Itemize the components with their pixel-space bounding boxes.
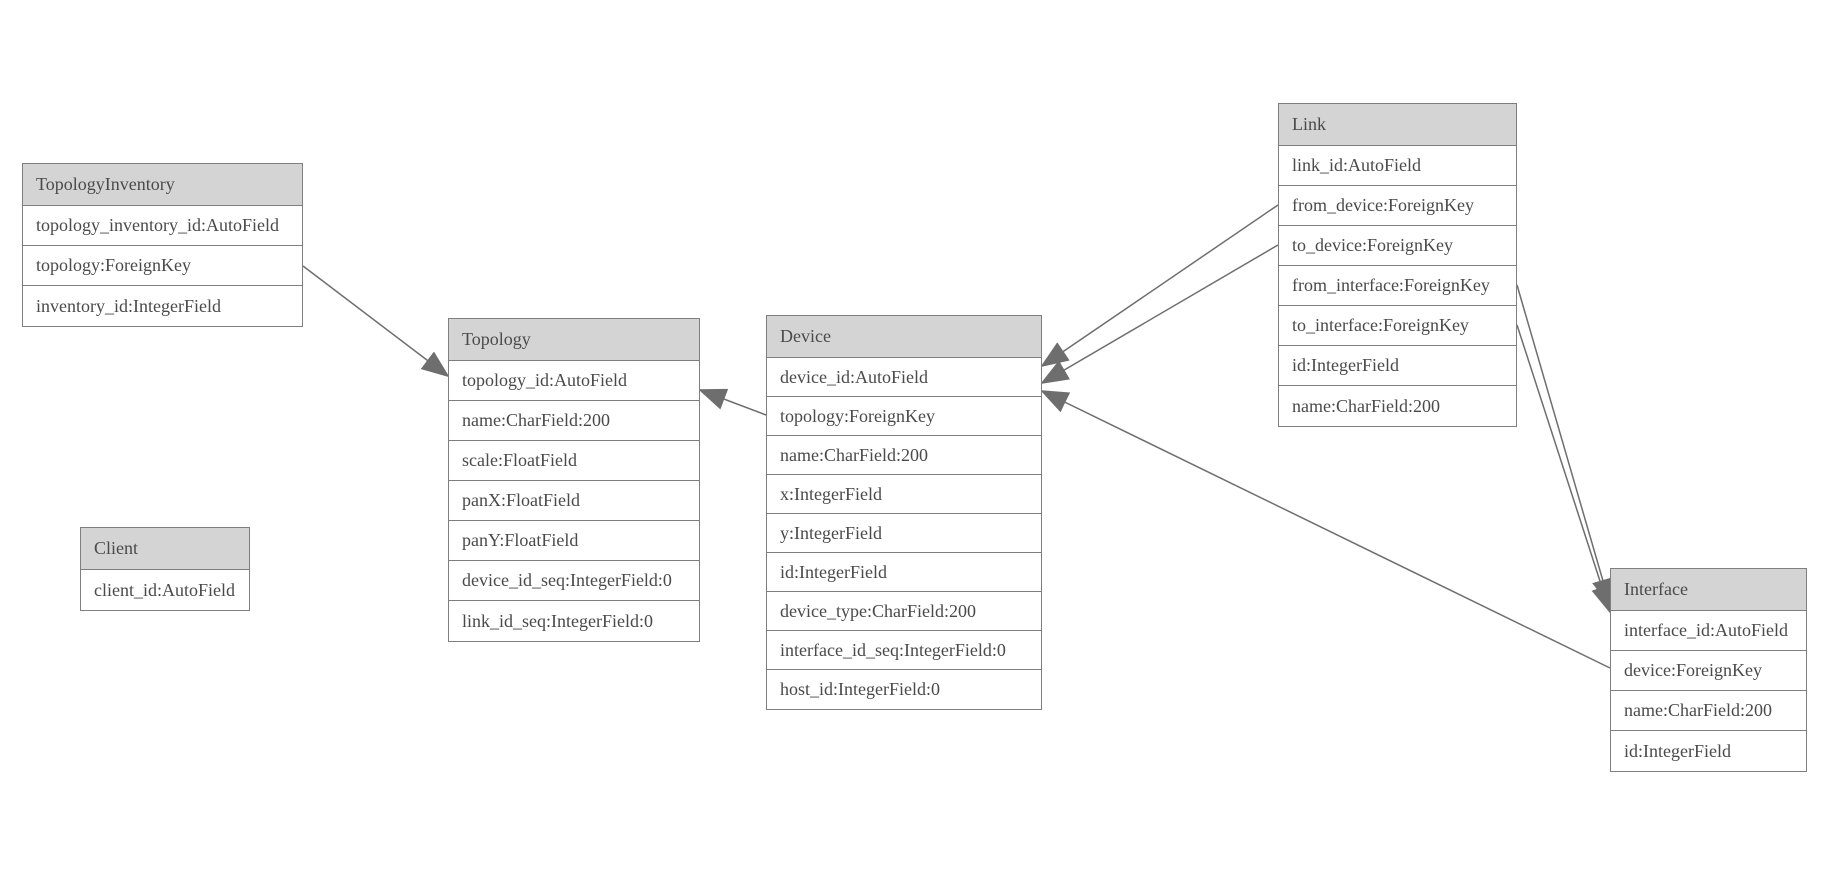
edge-link-from_device-to-device <box>1040 204 1279 368</box>
entity-field-row: client_id:AutoField <box>81 570 249 610</box>
entity-field-row: topology:ForeignKey <box>767 397 1041 436</box>
entity-field-row: panX:FloatField <box>449 481 699 521</box>
entity-field-row: device_id_seq:IntegerField:0 <box>449 561 699 601</box>
entity-field-row: name:CharField:200 <box>1279 386 1516 426</box>
edge-device-topology-to-topology <box>698 388 767 416</box>
entity-field-row: scale:FloatField <box>449 441 699 481</box>
entity-field-row: from_device:ForeignKey <box>1279 186 1516 226</box>
edge-topologyinventory-topology-to-topology <box>302 265 450 378</box>
edge-link-from_interface-to-interface <box>1516 284 1614 607</box>
entity-field-row: id:IntegerField <box>767 553 1041 592</box>
entity-field-row: interface_id:AutoField <box>1611 611 1806 651</box>
entity-field-row: from_interface:ForeignKey <box>1279 266 1516 306</box>
edge-link-to_interface-to-interface <box>1516 324 1613 614</box>
entity-field-row: device_type:CharField:200 <box>767 592 1041 631</box>
entity-field-row: to_device:ForeignKey <box>1279 226 1516 266</box>
entity-title-topologyinventory: TopologyInventory <box>23 164 302 206</box>
entity-field-row: topology_id:AutoField <box>449 361 699 401</box>
entity-title-link: Link <box>1279 104 1516 146</box>
entity-title-topology: Topology <box>449 319 699 361</box>
entity-field-row: name:CharField:200 <box>1611 691 1806 731</box>
entity-field-row: id:IntegerField <box>1279 346 1516 386</box>
entity-field-row: interface_id_seq:IntegerField:0 <box>767 631 1041 670</box>
entity-field-row: inventory_id:IntegerField <box>23 286 302 326</box>
edge-interface-device-to-device <box>1040 390 1611 669</box>
entity-title-client: Client <box>81 528 249 570</box>
entity-field-row: y:IntegerField <box>767 514 1041 553</box>
entity-field-row: x:IntegerField <box>767 475 1041 514</box>
entity-title-device: Device <box>767 316 1041 358</box>
entity-field-row: host_id:IntegerField:0 <box>767 670 1041 709</box>
entity-field-row: topology:ForeignKey <box>23 246 302 286</box>
entity-field-row: device_id:AutoField <box>767 358 1041 397</box>
entity-field-row: device:ForeignKey <box>1611 651 1806 691</box>
entity-field-row: to_interface:ForeignKey <box>1279 306 1516 346</box>
entity-field-row: name:CharField:200 <box>449 401 699 441</box>
entity-title-interface: Interface <box>1611 569 1806 611</box>
entity-field-row: topology_inventory_id:AutoField <box>23 206 302 246</box>
entity-field-row: id:IntegerField <box>1611 731 1806 771</box>
entity-field-row: panY:FloatField <box>449 521 699 561</box>
entity-field-row: link_id_seq:IntegerField:0 <box>449 601 699 641</box>
edge-link-to_device-to-device <box>1040 244 1279 385</box>
entity-field-row: link_id:AutoField <box>1279 146 1516 186</box>
entity-field-row: name:CharField:200 <box>767 436 1041 475</box>
